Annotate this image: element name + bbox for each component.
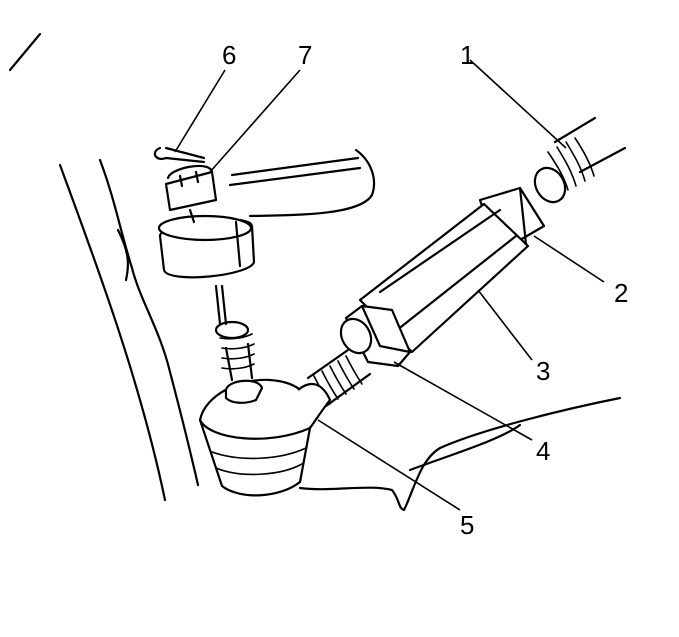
callout-4: 4: [536, 436, 550, 466]
inner-tie-rod: [533, 116, 627, 204]
callout-3: 3: [536, 356, 550, 386]
outer-tie-rod-shaft: [306, 348, 372, 408]
callout-7: 7: [298, 40, 312, 70]
callout-1: 1: [460, 40, 474, 70]
callout-2: 2: [614, 278, 628, 308]
callout-leaders: [174, 59, 605, 511]
tie-rod-end-housing: [198, 378, 332, 497]
knuckle-arm-block: [157, 214, 256, 279]
callout-6: 6: [222, 40, 236, 70]
knuckle-outline: [8, 32, 622, 512]
callout-5: 5: [460, 510, 474, 540]
ball-stud: [214, 284, 264, 404]
adjuster-sleeve: [339, 186, 546, 368]
castle-nut: [164, 164, 218, 224]
cotter-pin: [153, 146, 206, 164]
